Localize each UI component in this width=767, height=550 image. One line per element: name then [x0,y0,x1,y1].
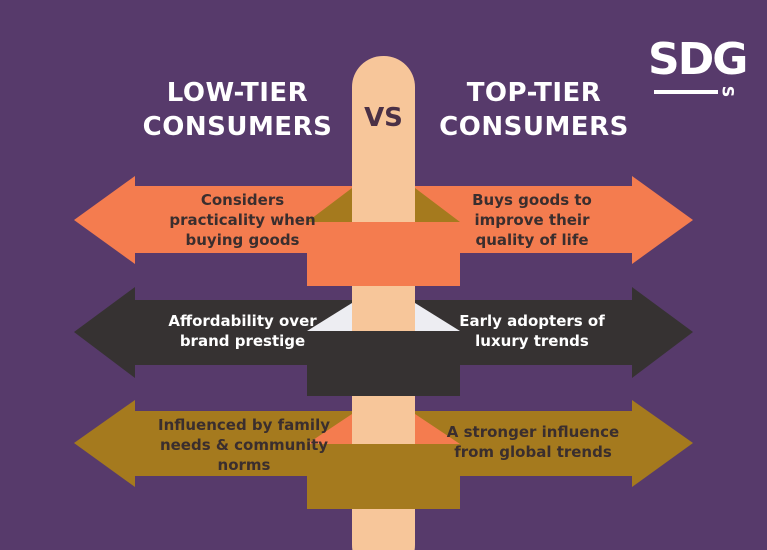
row2-fold-right [415,303,460,331]
left-heading-line-2: CONSUMERS [142,112,333,142]
logo-small-letter: S [718,85,738,98]
row3-right-arrow [415,400,693,487]
left-heading: LOW-TIER CONSUMERS [130,76,345,144]
logo-underline [654,90,718,94]
row3-right-text: A stronger influence from global trends [428,422,638,462]
row2-fold-left [307,303,352,331]
row1-left-line-1: Considers [200,191,285,209]
row3-fold-right [415,414,460,444]
signpost-pole [352,56,415,550]
row3-left-line-2: needs & community [159,436,329,454]
row2-right-line-2: luxury trends [475,332,589,350]
row3-right-line-2: from global trends [454,443,612,461]
row3-left-line-3: norms [217,456,271,474]
row1-left-arrow [74,176,352,264]
row1-left-text: Considers practicality when buying goods [140,190,345,250]
row1-fold-right [415,188,460,222]
row1-right-line-3: quality of life [475,231,589,249]
right-heading-line-2: CONSUMERS [439,112,629,142]
row3-fold-left [307,414,352,444]
sdg-logo: SDG S [648,36,748,106]
row2-left-line-2: brand prestige [179,332,306,350]
row1-right-arrow [415,176,693,264]
row1-left-line-2: practicality when [169,211,316,229]
left-heading-line-1: LOW-TIER [166,78,309,108]
row2-band [307,331,460,396]
row2-right-arrow [415,287,693,378]
right-heading: TOP-TIER CONSUMERS [425,76,643,144]
row3-left-arrow [74,400,352,487]
logo-letters: SDG [648,34,748,85]
row1-fold-left [307,188,352,222]
vs-label: VS [364,103,403,133]
row1-right-line-1: Buys goods to [472,191,592,209]
row1-right-line-2: improve their [474,211,590,229]
row2-left-text: Affordability over brand prestige [140,311,345,351]
right-heading-line-1: TOP-TIER [466,78,602,108]
row2-right-text: Early adopters of luxury trends [432,311,632,351]
row1-right-text: Buys goods to improve their quality of l… [432,190,632,250]
row1-band [307,222,460,286]
row3-left-line-1: Influenced by family [157,416,330,434]
row3-left-text: Influenced by family needs & community n… [138,415,350,475]
row2-left-line-1: Affordability over [168,312,317,330]
row2-left-arrow [74,287,352,378]
row3-band [307,444,460,509]
row2-right-line-1: Early adopters of [459,312,605,330]
row1-left-line-3: buying goods [185,231,300,249]
row3-right-line-1: A stronger influence [446,423,620,441]
